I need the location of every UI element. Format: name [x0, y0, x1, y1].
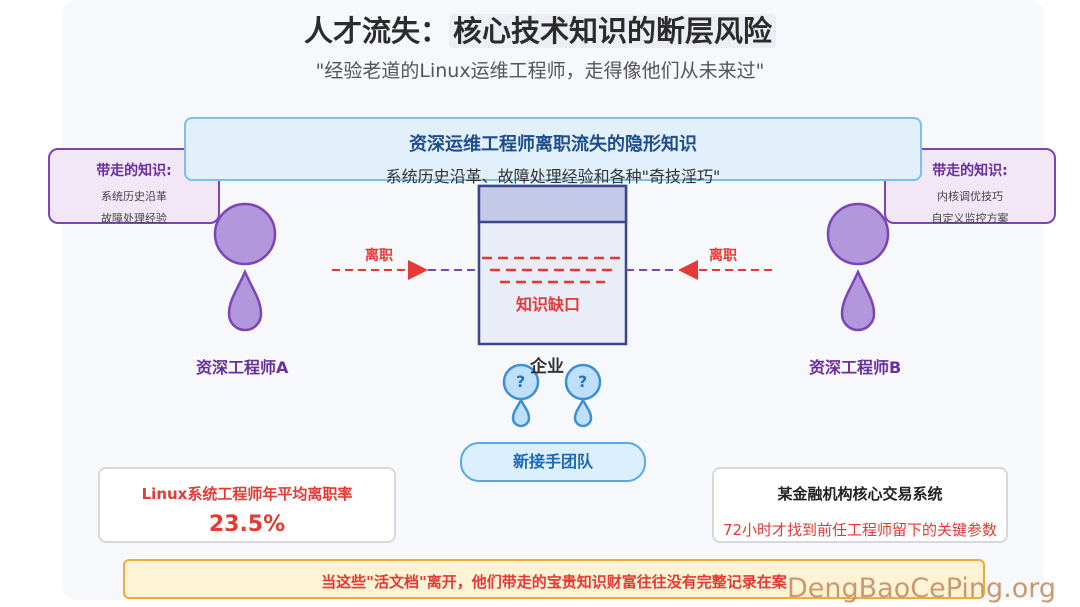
question-mark-2: ? — [578, 372, 588, 391]
turnover-stat-box: Linux系统工程师年平均离职率 23.5% — [98, 467, 396, 543]
engineer-a-head — [213, 202, 277, 266]
knowledge-gap-label: 知识缺口 — [516, 295, 581, 314]
engineer-b-leave-label: 离职 — [709, 248, 737, 264]
stat-value: 23.5% — [208, 512, 286, 537]
title-prefix: 人才流失： — [303, 14, 449, 48]
page-subtitle: "经验老道的Linux运维工程师，走得像他们从未来过" — [315, 60, 765, 82]
question-mark-1: ? — [516, 372, 526, 391]
hidden-knowledge-banner: 资深运维工程师离职流失的隐形知识 系统历史沿革、故障处理经验和各种"奇技淫巧" — [184, 117, 922, 186]
enterprise-label: 企业 — [530, 357, 564, 377]
engineer-a-knowledge-title: 带走的知识: — [96, 163, 172, 179]
newteam-body-2 — [573, 397, 593, 428]
page-title: 人才流失：核心技术知识的断层风险 — [0, 8, 1080, 50]
watermark: DengBaoCePing.org — [787, 573, 1057, 604]
engineer-b-knowledge-item: 内核调优技巧 — [937, 190, 1003, 203]
engineer-a-knowledge-item: 系统历史沿革 — [101, 190, 167, 203]
banner-title: 资深运维工程师离职流失的隐形知识 — [409, 134, 697, 155]
footer-note: 当这些"活文档"离开，他们带走的宝贵知识财富往往没有完整记录在案 — [123, 559, 985, 599]
engineer-a-name: 资深工程师A — [196, 358, 289, 377]
banner-desc: 系统历史沿革、故障处理经验和各种"奇技淫巧" — [385, 167, 721, 186]
case-title: 某金融机构核心交易系统 — [777, 485, 943, 503]
engineer-a-knowledge-box: 带走的知识: 系统历史沿革 故障处理经验 — [48, 148, 220, 225]
engineer-b-body — [840, 268, 876, 332]
engineer-a-knowledge-item: 故障处理经验 — [101, 212, 167, 225]
engineer-b-knowledge-items: 内核调优技巧 自定义监控方案 — [886, 186, 1054, 230]
engineer-a-knowledge-items: 系统历史沿革 故障处理经验 — [50, 186, 218, 230]
engineer-a-body — [227, 268, 263, 332]
title-highlight: 核心技术知识的断层风险 — [449, 14, 777, 48]
stat-label: Linux系统工程师年平均离职率 — [141, 485, 353, 503]
footer-text: 当这些"活文档"离开，他们带走的宝贵知识财富往往没有完整记录在案 — [321, 573, 787, 591]
newteam-body-1 — [511, 397, 531, 428]
engineer-b-knowledge-title: 带走的知识: — [932, 163, 1008, 179]
new-team-badge: 新接手团队 — [460, 442, 646, 482]
engineer-b-head — [826, 202, 890, 266]
case-desc: 72小时才找到前任工程师留下的关键参数 — [722, 521, 998, 539]
engineer-b-name: 资深工程师B — [809, 358, 902, 377]
case-box: 某金融机构核心交易系统 — [712, 467, 1008, 543]
enterprise-roof — [477, 184, 628, 224]
engineer-b-knowledge-item: 自定义监控方案 — [931, 212, 1009, 225]
engineer-a-leave-label: 离职 — [365, 248, 393, 264]
